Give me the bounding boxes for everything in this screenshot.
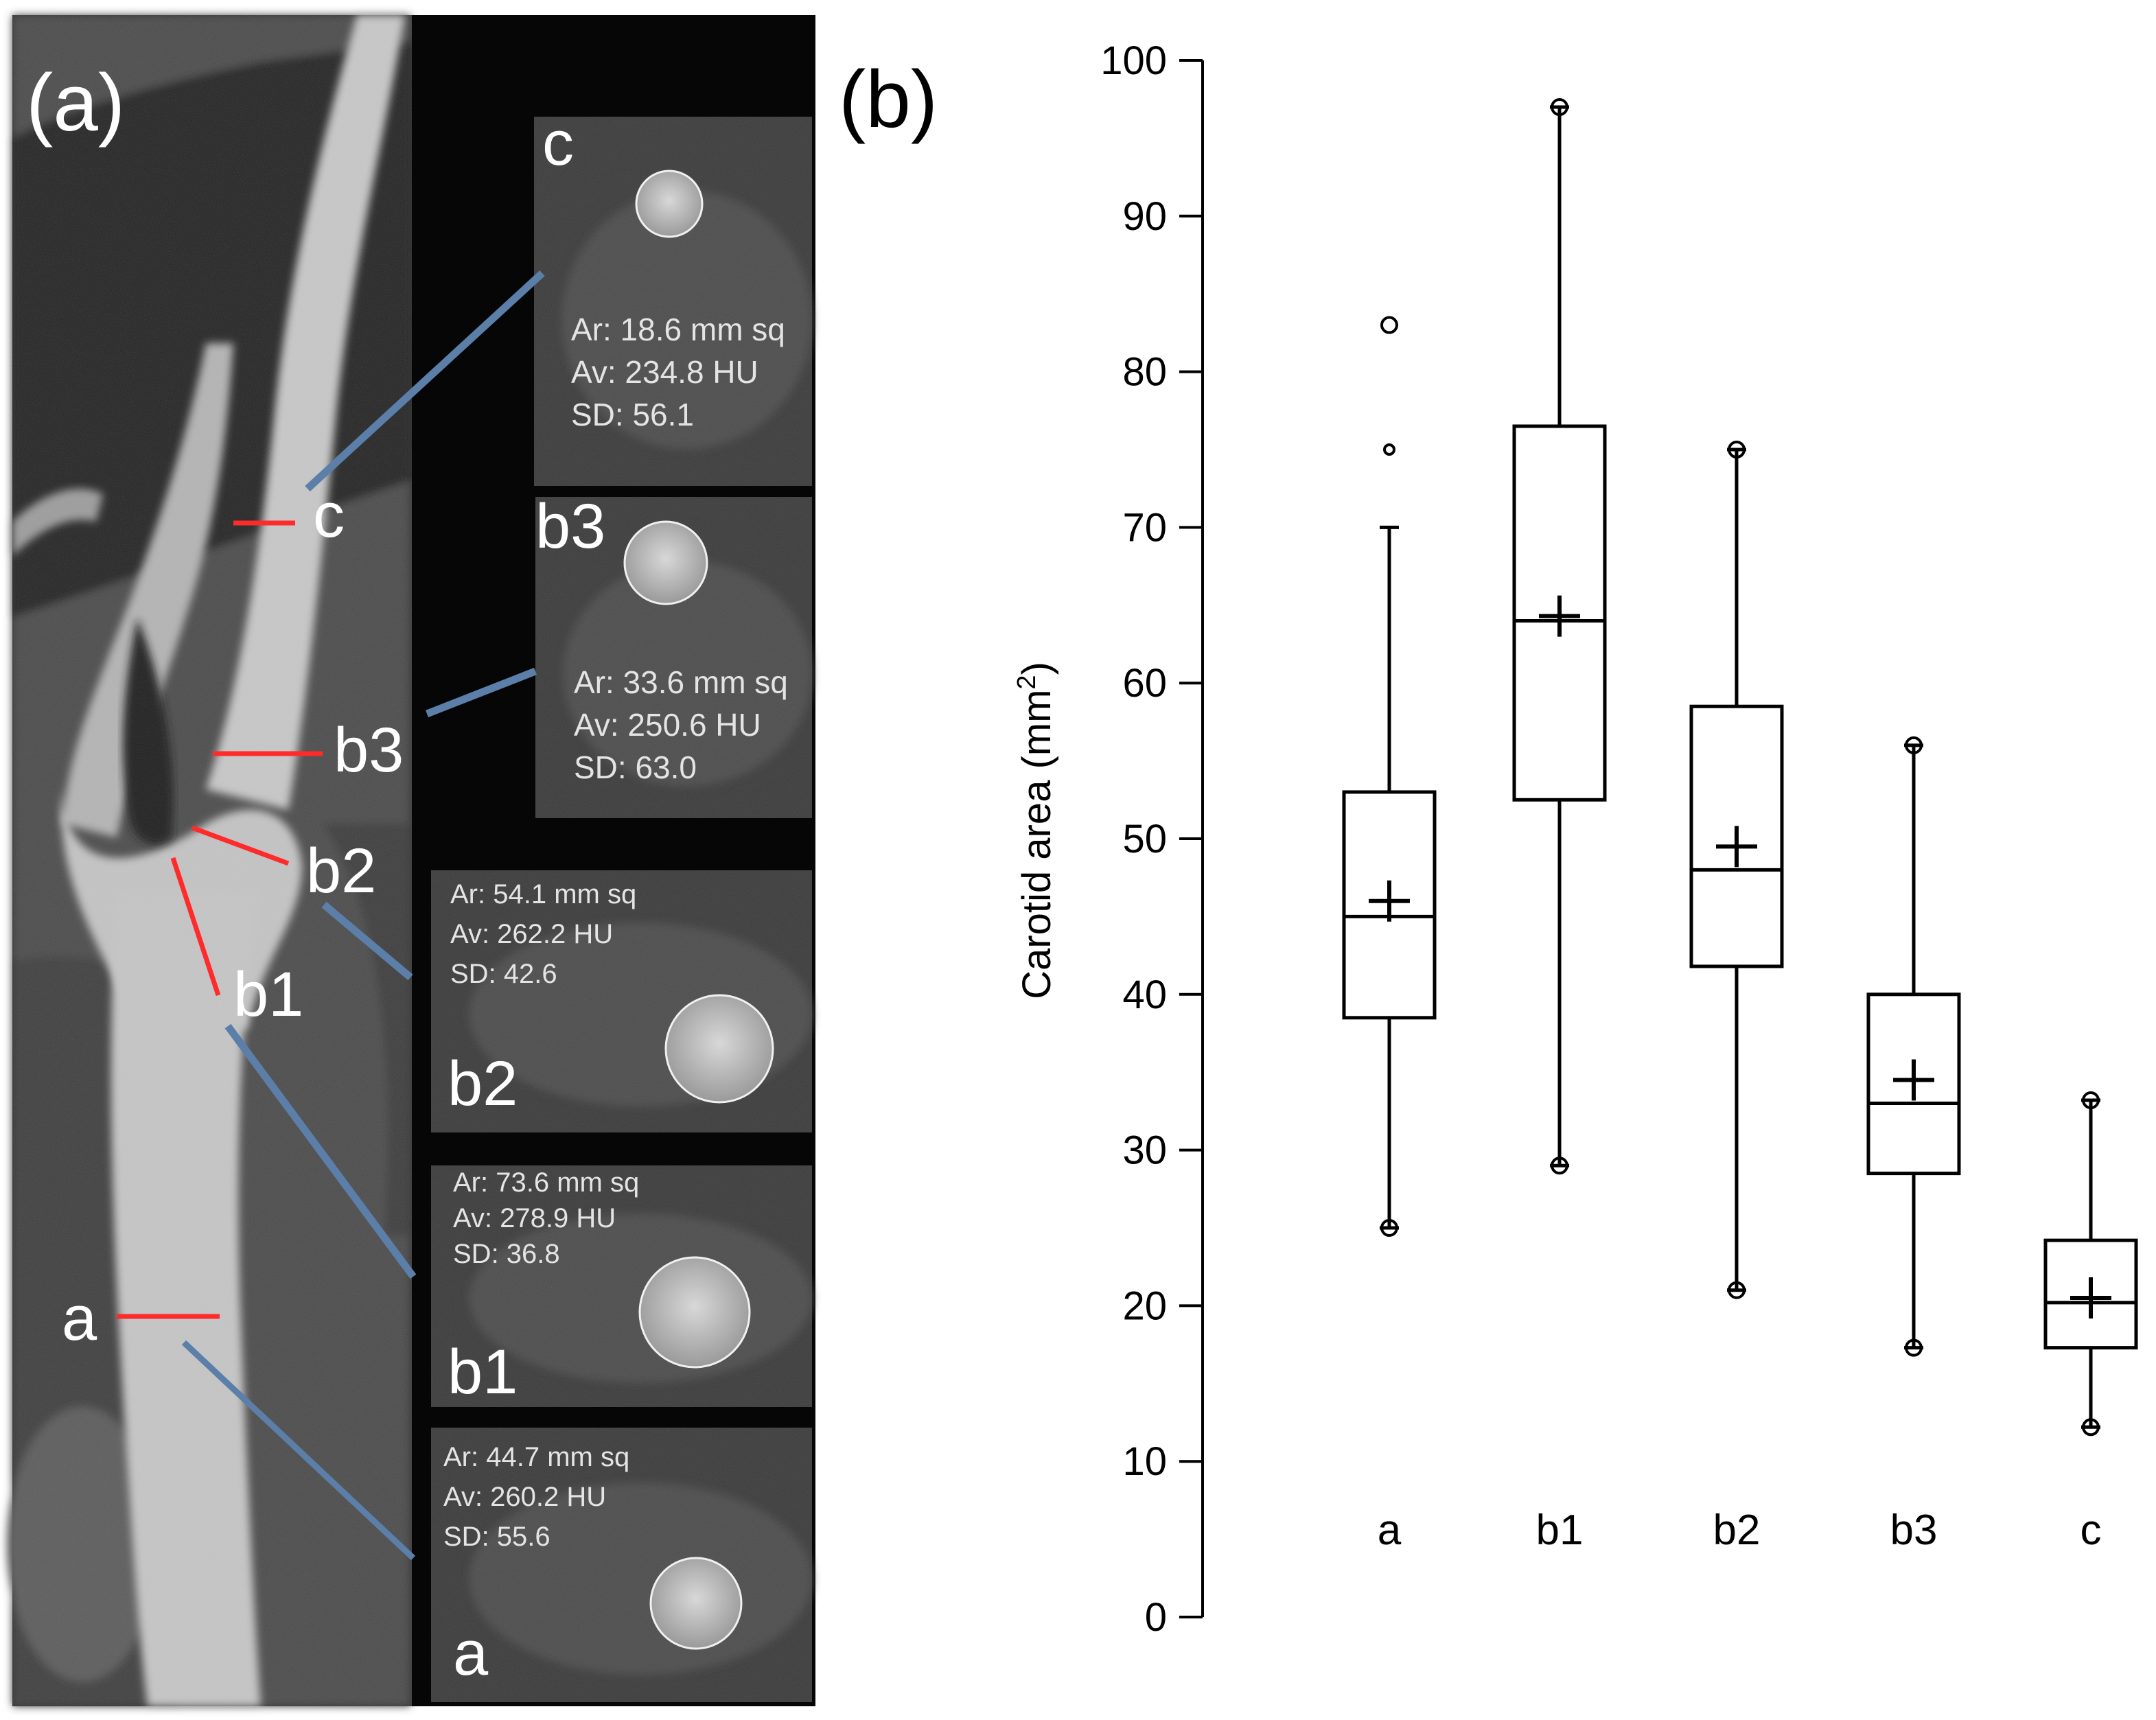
plot-area: 0 10 20 30 40 50 60 70 80 90 100 a b1 b2 b3 c xyxy=(1100,38,2138,1640)
level-markers: c b3 b2 b1 a xyxy=(62,270,545,1561)
outlier-a-2 xyxy=(1380,1219,1398,1237)
inset-a-stat-sd: SD: 55.6 xyxy=(443,1522,550,1552)
x-tick-label-a: a xyxy=(1378,1507,1402,1554)
outlier-b3-1 xyxy=(1905,1338,1923,1357)
x-tick-label-b1: b1 xyxy=(1536,1507,1584,1554)
outlier-c-1 xyxy=(2082,1418,2100,1437)
leader-b3 xyxy=(425,667,537,718)
y-tick-label-70: 70 xyxy=(1122,505,1167,550)
inset-b1-vessel-roi xyxy=(638,1256,751,1369)
box-a xyxy=(1342,316,1437,1237)
inset-a-stat-area: Ar: 44.7 mm sq xyxy=(443,1442,629,1472)
inset-c: Ar: 18.6 mm sq Av: 234.8 HU SD: 56.1 c xyxy=(534,108,812,486)
inset-b2-stat-sd: SD: 42.6 xyxy=(450,959,557,989)
inset-b3-stat-area: Ar: 33.6 mm sq xyxy=(574,664,788,700)
x-tick-label-c: c xyxy=(2080,1507,2102,1554)
outlier-b2-0 xyxy=(1728,441,1746,458)
inset-column: Ar: 18.6 mm sq Av: 234.8 HU SD: 56.1 cAr: 3… xyxy=(431,108,812,1702)
inset-b2-stat-mean: Av: 262.2 HU xyxy=(450,919,613,949)
outlier-b2-1 xyxy=(1728,1281,1746,1299)
outlier-a-1 xyxy=(1383,443,1395,456)
box-c xyxy=(2043,1091,2138,1437)
boxplot-panel: (b) Carotid area (mm2) 0 10 20 30 40 50 60 70 80… xyxy=(839,38,2138,1640)
level-label-b1: b1 xyxy=(233,960,303,1030)
y-axis-title: Carotid area (mm2) xyxy=(1012,662,1059,999)
box-b3 xyxy=(1866,736,1961,1357)
level-line-b2 xyxy=(191,825,290,866)
y-tick-label-90: 90 xyxy=(1122,194,1167,239)
x-tick-label-b3: b3 xyxy=(1890,1507,1938,1554)
inset-b2-stat-area: Ar: 54.1 mm sq xyxy=(450,879,636,909)
outlier-b1-1 xyxy=(1551,1157,1568,1175)
inset-c-vessel-roi xyxy=(635,170,704,238)
leader-a xyxy=(181,1340,416,1561)
inset-b2-label: b2 xyxy=(448,1049,518,1119)
x-tick-label-b2: b2 xyxy=(1713,1507,1761,1554)
y-tick-label-10: 10 xyxy=(1122,1439,1167,1484)
level-label-b2: b2 xyxy=(306,836,376,906)
level-label-b3: b3 xyxy=(334,715,404,785)
panel-a-label: (a) xyxy=(26,58,125,148)
inset-b1-stat-mean: Av: 278.9 HU xyxy=(453,1203,616,1233)
y-tick-label-100: 100 xyxy=(1100,38,1167,83)
iqr-box-b1 xyxy=(1512,424,1607,802)
inset-b3-label: b3 xyxy=(535,491,605,561)
panel-b-label: (b) xyxy=(839,54,938,145)
outlier-b1-0 xyxy=(1551,98,1568,117)
inset-a-label: a xyxy=(453,1618,489,1688)
outlier-a-0 xyxy=(1380,316,1398,334)
iqr-box-b2 xyxy=(1689,704,1784,968)
inset-b2: Ar: 54.1 mm sq Av: 262.2 HU SD: 42.6 b2 xyxy=(431,870,812,1132)
level-line-b1 xyxy=(170,857,221,997)
outlier-b3-0 xyxy=(1905,736,1923,754)
inset-b1: Ar: 73.6 mm sq Av: 278.9 HU SD: 36.8 b1 xyxy=(431,1165,812,1407)
box-b1 xyxy=(1512,98,1607,1175)
inset-c-stat-area: Ar: 18.6 mm sq xyxy=(571,312,785,347)
level-label-c: c xyxy=(313,480,345,550)
y-tick-label-30: 30 xyxy=(1122,1128,1167,1173)
inset-b3: Ar: 33.6 mm sq Av: 250.6 HU SD: 63.0 b3 xyxy=(535,491,812,818)
y-tick-label-40: 40 xyxy=(1122,973,1167,1017)
inset-a-noise xyxy=(431,1428,812,1702)
inset-c-stat-mean: Av: 234.8 HU xyxy=(571,354,758,390)
inset-b1-noise xyxy=(431,1165,812,1407)
inset-b1-stat-area: Ar: 73.6 mm sq xyxy=(453,1167,639,1198)
iqr-box-a xyxy=(1342,790,1437,1020)
leader-b2 xyxy=(321,901,413,981)
inset-a: Ar: 44.7 mm sq Av: 260.2 HU SD: 55.6 a xyxy=(431,1428,812,1702)
level-label-a: a xyxy=(62,1283,97,1353)
inset-b1-stat-sd: SD: 36.8 xyxy=(453,1239,560,1269)
y-tick-label-20: 20 xyxy=(1122,1283,1167,1328)
iqr-box-b3 xyxy=(1866,992,1961,1176)
inset-b3-vessel-roi xyxy=(623,520,708,605)
inset-a-stat-mean: Av: 260.2 HU xyxy=(443,1482,606,1512)
leader-c xyxy=(305,270,545,492)
y-tick-label-0: 0 xyxy=(1145,1595,1167,1640)
y-tick-label-50: 50 xyxy=(1122,817,1167,861)
y-tick-label-80: 80 xyxy=(1122,350,1167,395)
inset-a-vessel-roi xyxy=(649,1557,743,1650)
box-b2 xyxy=(1689,441,1784,1299)
iqr-box-c xyxy=(2043,1238,2138,1350)
inset-b1-label: b1 xyxy=(448,1337,518,1407)
y-tick-label-60: 60 xyxy=(1122,661,1167,706)
inset-c-label: c xyxy=(542,108,574,178)
leader-b1 xyxy=(224,1023,417,1279)
inset-c-stat-sd: SD: 56.1 xyxy=(571,397,694,432)
inset-b2-vessel-roi xyxy=(664,994,774,1104)
inset-b3-stat-sd: SD: 63.0 xyxy=(574,749,697,785)
outlier-c-0 xyxy=(2082,1091,2100,1110)
inset-b3-stat-mean: Av: 250.6 HU xyxy=(574,707,761,743)
